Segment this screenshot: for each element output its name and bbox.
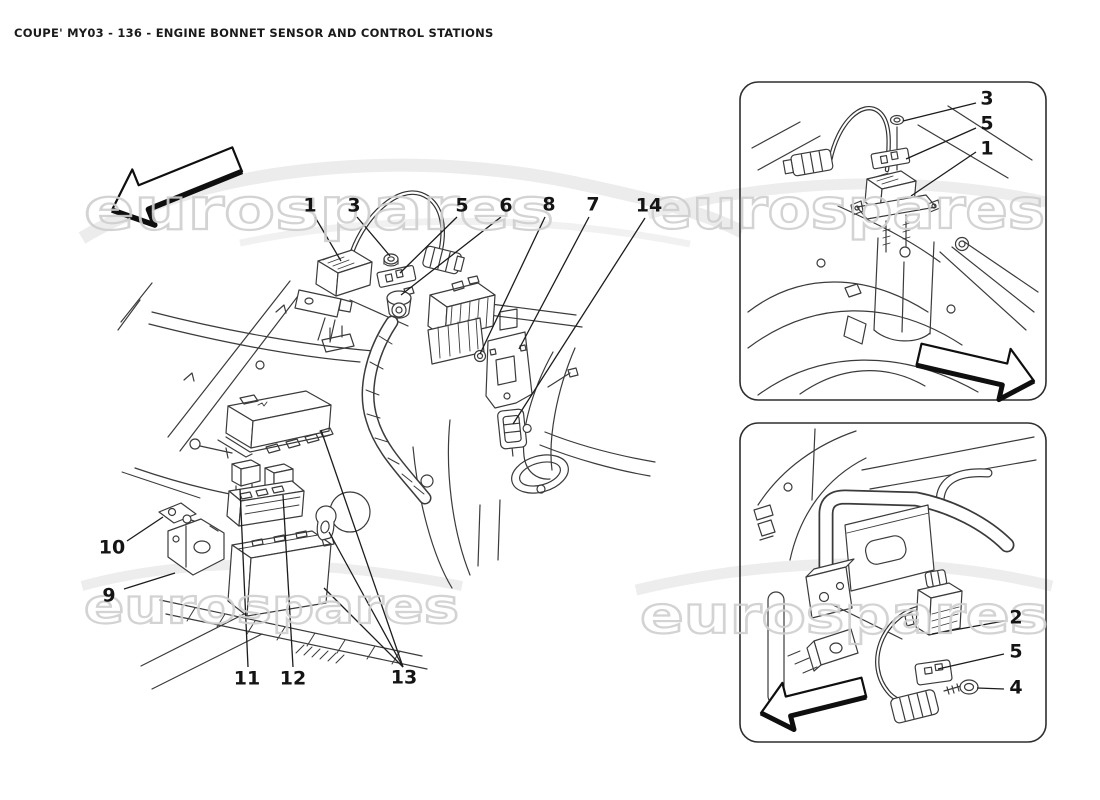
callout-inset-top-3: 3	[980, 87, 994, 110]
arrow-left-icon	[110, 146, 244, 228]
callout-inset-bottom-2: 2	[1009, 606, 1023, 629]
sensor-cable-connector	[422, 245, 465, 275]
inset-top-frame	[739, 81, 1047, 401]
bonnet-sensor-inset-top	[782, 106, 941, 253]
callout-main-10: 10	[98, 536, 126, 559]
watermark-top-right: eurospares	[650, 177, 1045, 241]
callout-main-13: 13	[390, 666, 418, 689]
wiring-harness	[361, 315, 432, 505]
main-engine-bay-view	[117, 190, 656, 690]
watermark-text-group: eurospares eurospares eurospares eurospa…	[83, 174, 1049, 647]
inset-bottom-body-lines	[753, 428, 1037, 705]
callout-main-12: 12	[279, 667, 307, 690]
arrow-left-small-icon	[759, 676, 868, 733]
inset-top-body-lines	[747, 105, 1039, 396]
callout-main-3: 3	[347, 194, 361, 217]
callout-inset-top-1: 1	[980, 137, 994, 160]
inset-bottom-view	[753, 428, 1037, 724]
mount-nut-main	[473, 349, 487, 363]
grommet-main	[386, 286, 415, 319]
inset-bottom-frame	[739, 422, 1047, 743]
callout-main-7: 7	[586, 193, 600, 216]
callout-main-14: 14	[635, 194, 663, 217]
relay-holder-base	[226, 480, 305, 527]
cable-clip-main	[376, 264, 417, 288]
callout-main-11: 11	[233, 667, 261, 690]
watermark-bottom-left: eurospares	[84, 579, 459, 635]
callout-inset-bottom-5: 5	[1009, 640, 1023, 663]
callout-main-1: 1	[303, 194, 317, 217]
main-leader-lines	[123, 216, 646, 668]
callout-main-8: 8	[542, 193, 556, 216]
callout-main-9: 9	[102, 584, 116, 607]
page-title: COUPE' MY03 - 136 - ENGINE BONNET SENSOR…	[14, 26, 494, 40]
bonnet-sensor-inset-bottom	[875, 569, 979, 724]
support-bracket-main	[485, 331, 533, 409]
arrow-right-icon	[915, 342, 1036, 403]
teardrop-tab	[315, 505, 337, 541]
watermark-top-left: eurospares	[84, 175, 554, 243]
callout-inset-bottom-4: 4	[1009, 676, 1023, 699]
relay-box-cover	[217, 390, 334, 458]
callout-main-5: 5	[455, 194, 469, 217]
inset-top-leader-lines	[902, 102, 977, 197]
watermark-bottom-right: eurospares	[640, 586, 1048, 646]
sensor-nut-main	[383, 253, 399, 267]
inset-bottom-leader-lines	[931, 620, 1005, 690]
connector-main	[497, 408, 532, 457]
callout-main-6: 6	[499, 194, 513, 217]
bonnet-sensor-main	[294, 190, 465, 318]
inset-frames	[739, 81, 1047, 743]
storage-box	[227, 530, 335, 617]
bracket-9	[167, 518, 225, 576]
control-unit-box	[427, 275, 496, 365]
callout-inset-top-5: 5	[980, 112, 994, 135]
inset-top-view	[747, 105, 1039, 396]
